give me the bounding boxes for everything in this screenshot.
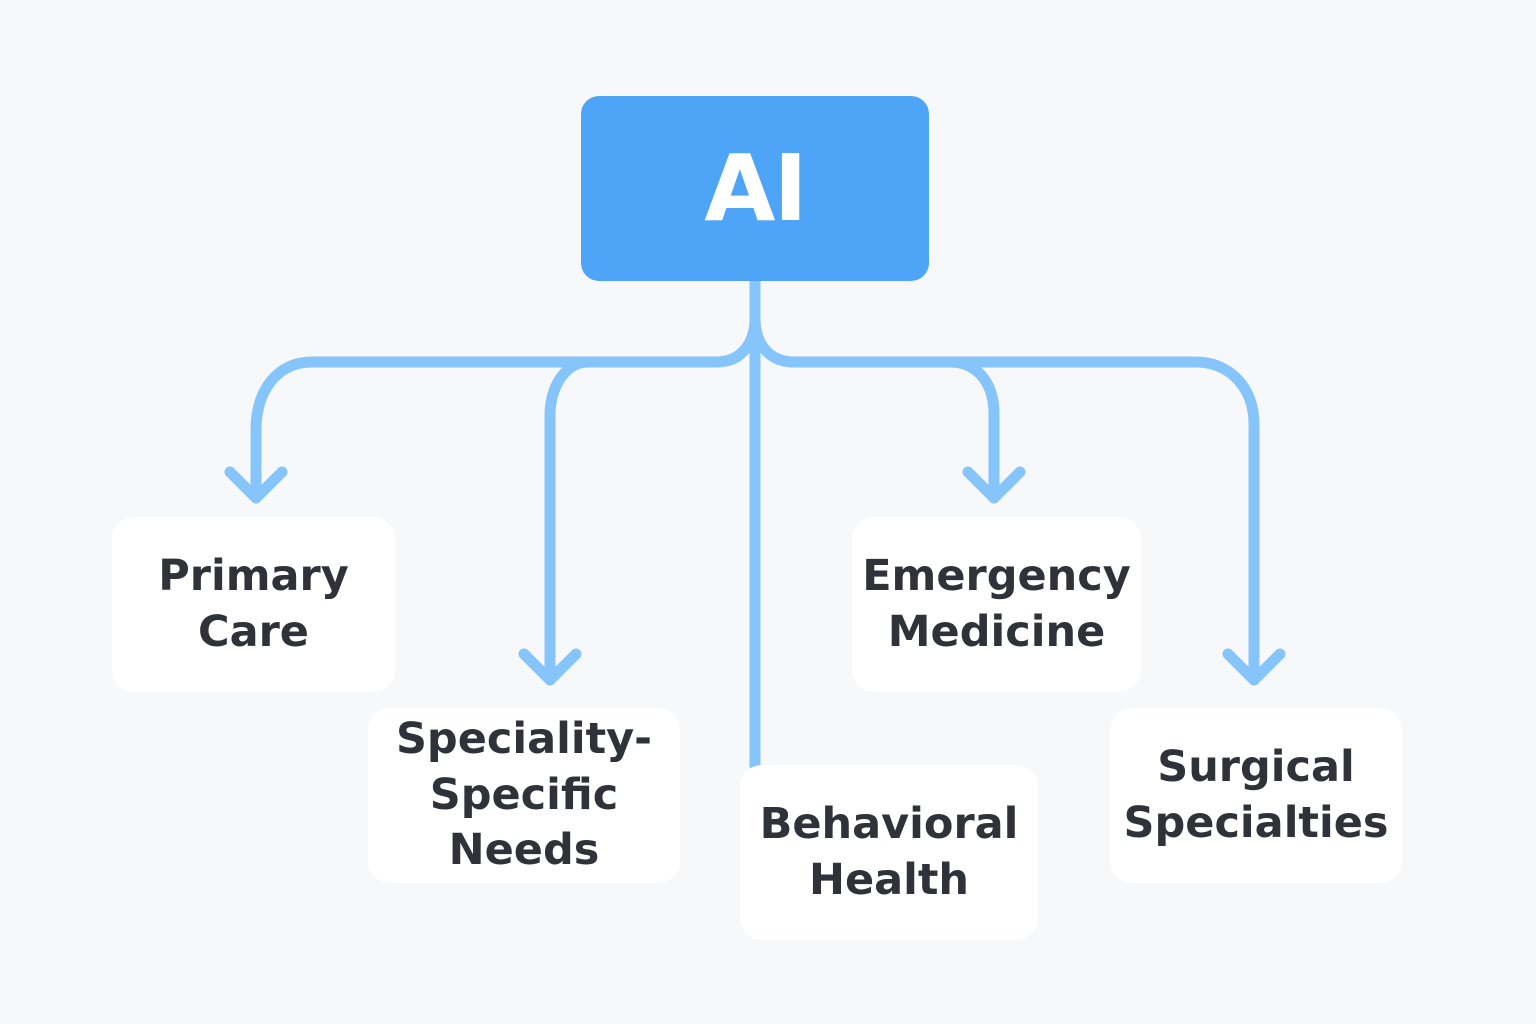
node-surgical-specialties: Surgical Specialties — [1110, 708, 1402, 883]
node-label-behavioral-health: Behavioral Health — [759, 798, 1019, 905]
connector-speciality-specific-needs — [544, 356, 606, 686]
arrowhead-emergency-medicine — [962, 466, 1026, 504]
node-label-surgical-specialties: Surgical Specialties — [1123, 741, 1389, 848]
connector-primary-care — [250, 312, 761, 504]
root-node-ai: AI — [581, 96, 929, 281]
connector-emergency-medicine — [749, 312, 1000, 504]
node-behavioral-health: Behavioral Health — [740, 765, 1038, 940]
arrowhead-speciality-specific-needs — [518, 648, 582, 686]
node-label-speciality-specific-needs: Speciality- Specific Needs — [395, 713, 653, 876]
node-speciality-specific-needs: Speciality- Specific Needs — [368, 708, 680, 883]
arrowhead-surgical-specialties — [1222, 648, 1286, 686]
arrowhead-primary-care — [224, 466, 288, 504]
root-node-label: AI — [704, 134, 807, 242]
node-emergency-medicine: Emergency Medicine — [852, 517, 1141, 692]
node-label-primary-care: Primary Care — [158, 550, 349, 657]
node-label-emergency-medicine: Emergency Medicine — [862, 550, 1131, 657]
node-primary-care: Primary Care — [112, 517, 395, 692]
